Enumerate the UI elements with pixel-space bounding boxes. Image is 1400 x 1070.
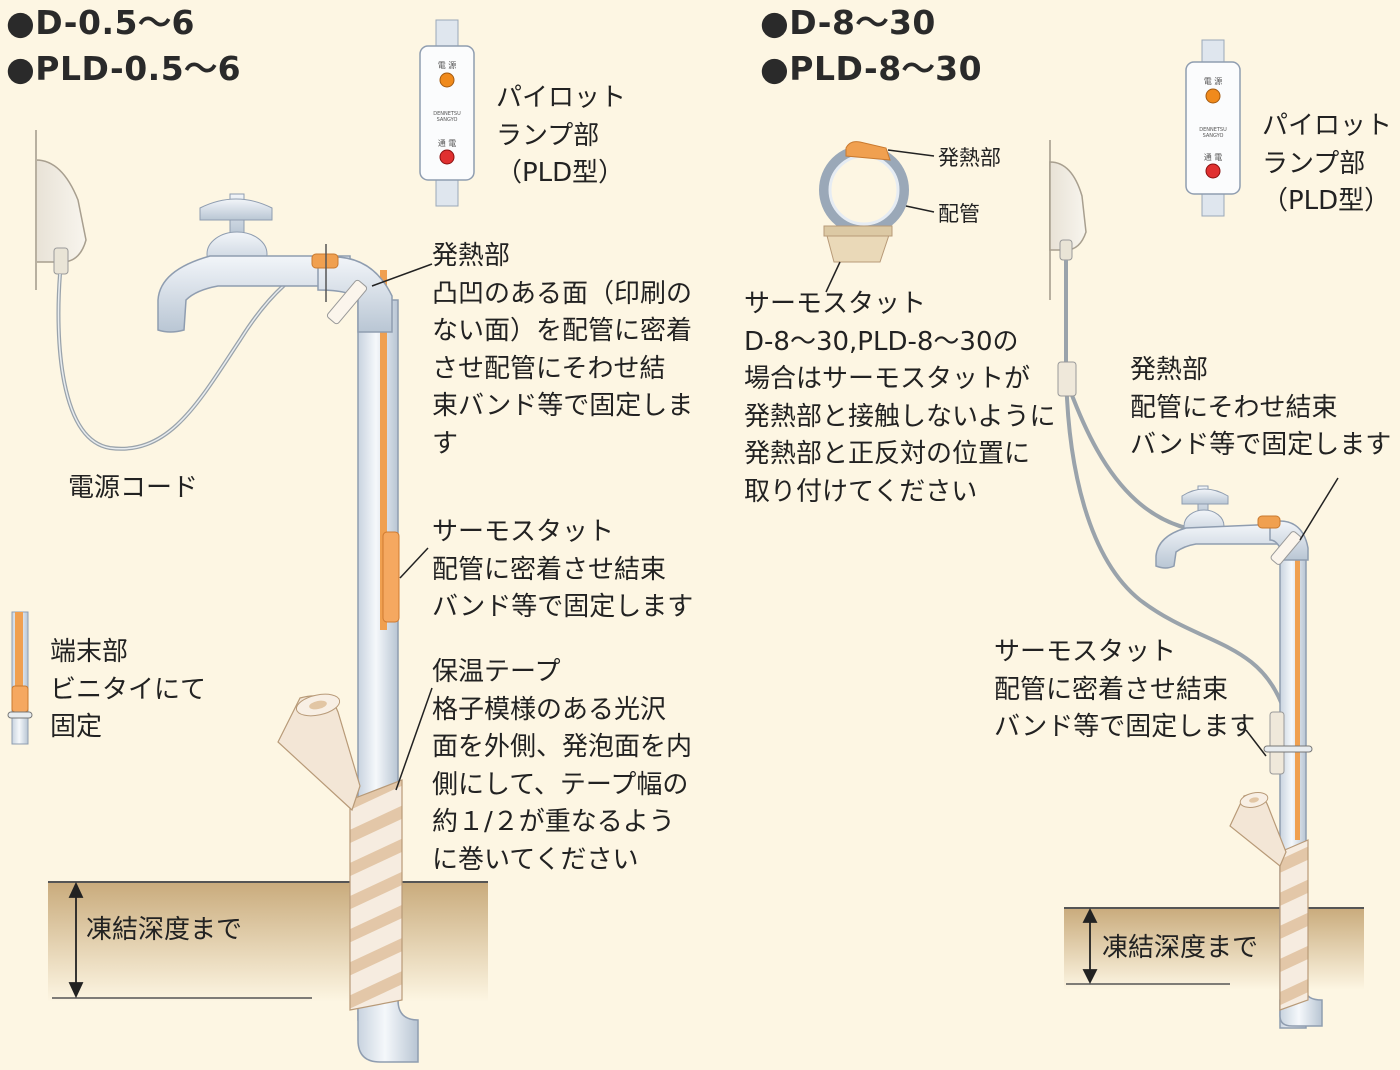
frost-depth-label-right: 凍結深度まで (1102, 933, 1259, 963)
plug-right (1059, 239, 1073, 261)
frost-depth-arrow-right (1082, 907, 1098, 985)
lamp-energized-text-left: 通 電 (438, 138, 457, 148)
leader-cs-heating (887, 149, 935, 157)
pilot-lamp-right: 電 源 DENNETSU SANGYO 通 電 (1185, 39, 1241, 217)
terminal-part-label: 端末部 ビニタイにて 固定 (50, 637, 207, 742)
terminal-part-icon (7, 611, 33, 745)
frost-depth-label-left: 凍結深度まで (86, 915, 243, 945)
cs-pipe-label: 配管 (938, 202, 980, 226)
title-left-2: ●PLD-0.5～6 (6, 49, 242, 88)
cord-switch-right (1057, 361, 1077, 397)
thermostat-note-right: サーモスタット D-8～30,PLD-8～30の 場合はサーモスタットが 発熱部… (744, 289, 1056, 507)
thermostat-right (1269, 711, 1285, 775)
lamp-brand-text2-left: SANGYO (437, 117, 458, 123)
title-right-2: ●PLD-8～30 (760, 49, 983, 88)
cord-connector-left (311, 253, 339, 269)
power-indicator-left (439, 72, 455, 88)
leader-heating-left (371, 263, 433, 287)
thermostat-label-right: サーモスタット 配管に密着させ結束 バンド等で固定します (994, 637, 1256, 742)
leader-thermostat-left (399, 547, 429, 579)
lamp-brand-text-right: DENNETSU (1199, 127, 1227, 133)
power-indicator-right (1205, 88, 1221, 104)
pipe-bend-left (357, 999, 419, 1063)
wall-outlet-left (35, 159, 87, 263)
cord-connector-right (1257, 515, 1281, 529)
title-left-1: ●D-0.5～6 (6, 3, 195, 42)
heating-part-label-left: 発熱部 凸凹のある面（印刷の ない面）を配管に密着 させ配管にそわせ結 束バンド… (432, 241, 694, 459)
power-cord-label: 電源コード (68, 473, 199, 503)
heating-part-left (326, 279, 368, 325)
energized-indicator-right (1205, 163, 1221, 179)
leader-cs-thermostat (825, 261, 841, 293)
heater-cable-right (1295, 540, 1300, 840)
ground-left (48, 882, 488, 1002)
frost-depth-arrow-left (68, 881, 84, 999)
heater-cable-left (380, 270, 387, 630)
cs-heating-label: 発熱部 (938, 146, 1001, 170)
cross-section-diagram (819, 141, 909, 263)
faucet-left (157, 193, 393, 333)
leader-heating-right (1299, 477, 1339, 541)
heating-part-right (1270, 531, 1302, 565)
pilot-lamp-label-right: パイロット ランプ部 （PLD型） (1262, 111, 1393, 216)
leader-cs-pipe (905, 205, 935, 213)
plug-left (53, 247, 69, 275)
insulation-tape-wrap-right (1279, 839, 1309, 1011)
heating-part-label-right: 発熱部 配管にそわせ結束 バンド等で固定します (1130, 355, 1392, 460)
lamp-brand-text2-right: SANGYO (1203, 133, 1224, 139)
power-cord-right (1064, 260, 1286, 711)
pilot-lamp-label-left: パイロット ランプ部 （PLD型） (496, 83, 627, 188)
lamp-brand-text-left: DENNETSU (433, 111, 461, 117)
faucet-right (1155, 485, 1309, 569)
lamp-power-text-left: 電 源 (438, 61, 457, 70)
lamp-energized-text-right: 通 電 (1204, 152, 1223, 162)
leader-thermostat-right (1245, 729, 1267, 757)
insulation-tape-wrap-left (349, 779, 403, 1011)
insulation-tape-label: 保温テープ 格子模様のある光沢 面を外側、発泡面を内 側にして、テープ幅の 約１… (432, 657, 693, 875)
thermostat-label-left: サーモスタット 配管に密着させ結束 バンド等で固定します (432, 517, 694, 622)
thermostat-left (382, 531, 400, 623)
ground-right (1064, 908, 1364, 990)
pilot-lamp-left: 電 源 DENNETSU SANGYO 通 電 (419, 19, 475, 207)
energized-indicator-left (439, 149, 455, 165)
lamp-power-text-right: 電 源 (1204, 77, 1223, 86)
wall-outlet-right (1049, 161, 1087, 251)
leader-tape-left (395, 687, 433, 791)
title-right-1: ●D-8～30 (760, 3, 936, 42)
